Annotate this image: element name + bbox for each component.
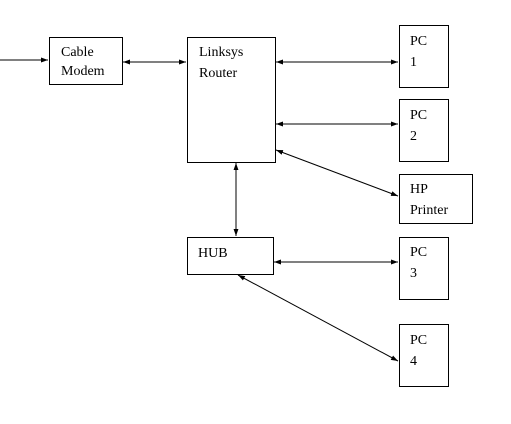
pc1-label-line2: 1: [410, 55, 417, 70]
router-label-line2: Router: [199, 66, 237, 81]
printer-node: HP Printer: [399, 174, 473, 224]
router-node: Linksys Router: [187, 37, 276, 163]
pc3-label-line1: PC: [410, 245, 427, 260]
cable-modem-label-line2: Modem: [61, 64, 105, 79]
printer-label-line2: Printer: [410, 203, 448, 218]
cable-modem-node: Cable Modem: [49, 37, 123, 85]
pc1-label-line1: PC: [410, 34, 427, 49]
printer-label-line1: HP: [410, 182, 428, 197]
pc1-node: PC 1: [399, 25, 449, 88]
pc3-node: PC 3: [399, 237, 449, 300]
hub-pc4-connector: [237, 274, 399, 362]
router-printer-connector: [275, 149, 399, 197]
pc4-node: PC 4: [399, 324, 449, 387]
pc4-label-line2: 4: [410, 354, 417, 369]
cable-modem-label-line1: Cable: [61, 45, 94, 60]
pc2-node: PC 2: [399, 99, 449, 162]
pc2-label-line1: PC: [410, 108, 427, 123]
router-label-line1: Linksys: [199, 45, 243, 60]
pc3-label-line2: 3: [410, 266, 417, 281]
hub-label: HUB: [198, 246, 228, 261]
pc4-label-line1: PC: [410, 333, 427, 348]
hub-node: HUB: [187, 237, 274, 275]
pc2-label-line2: 2: [410, 129, 417, 144]
